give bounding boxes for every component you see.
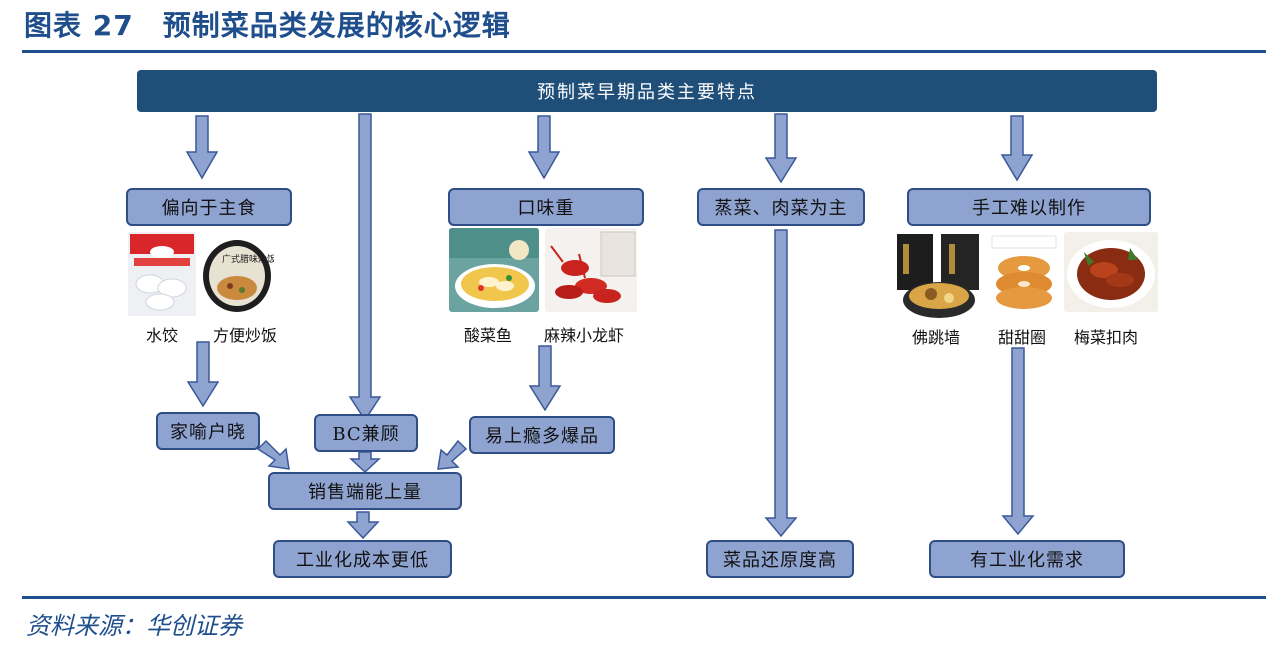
pickled-fish-image — [449, 228, 539, 312]
braised-pork-image — [1064, 232, 1158, 312]
dumpling-package-image — [128, 232, 196, 316]
arrow-bc-to-sales — [349, 451, 381, 474]
box-bc-both: BC兼顾 — [314, 414, 418, 452]
box-steamed-meat: 蒸菜、肉菜为主 — [697, 188, 865, 226]
box-industrial-demand: 有工业化需求 — [929, 540, 1125, 578]
arrow-banner-to-taste — [527, 115, 561, 180]
caption-dumpling: 水饺 — [146, 326, 179, 345]
arrow-sales-to-cost — [346, 511, 380, 540]
box-high-restoration: 菜品还原度高 — [706, 540, 854, 578]
arrow-banner-to-steamed — [764, 113, 798, 184]
banner-early-categories: 预制菜早期品类主要特点 — [137, 70, 1157, 112]
bottom-rule — [22, 596, 1266, 599]
box-staple-food: 偏向于主食 — [126, 188, 292, 226]
caption-pickled-fish: 酸菜鱼 — [464, 326, 513, 345]
box-lower-industrial-cost: 工业化成本更低 — [273, 540, 452, 578]
arrow-taste-to-hits — [528, 345, 562, 412]
caption-fried-rice: 方便炒饭 — [213, 326, 278, 345]
box-handmade-hard: 手工难以制作 — [907, 188, 1151, 226]
box-heavy-taste: 口味重 — [448, 188, 644, 226]
top-rule — [22, 50, 1266, 53]
caption-braised-pork: 梅菜扣肉 — [1074, 328, 1139, 347]
box-household-name: 家喻户晓 — [156, 412, 260, 450]
arrow-staple-to-household — [186, 341, 220, 408]
figure-title: 图表 27 预制菜品类发展的核心逻辑 — [24, 9, 511, 42]
arrow-banner-to-handmade — [1000, 115, 1034, 182]
caption-donut: 甜甜圈 — [998, 328, 1047, 347]
box-addictive-hits: 易上瘾多爆品 — [469, 416, 615, 454]
source-note: 资料来源：华创证券 — [26, 612, 242, 640]
caption-fotiaoqiang: 佛跳墙 — [912, 328, 961, 347]
fried-rice-package-label: 广式腊味炒饭 — [222, 253, 274, 265]
box-sales-volume: 销售端能上量 — [268, 472, 462, 510]
arrow-household-to-sales — [256, 439, 290, 470]
spicy-crayfish-image — [545, 228, 637, 312]
arrow-handmade-to-demand — [1001, 347, 1035, 536]
arrow-hits-to-sales — [437, 439, 468, 470]
arrow-banner-to-staple — [185, 115, 219, 180]
fotiaoqiang-image — [893, 230, 983, 322]
arrow-banner-to-bc — [348, 113, 382, 422]
caption-spicy-crayfish: 麻辣小龙虾 — [544, 326, 625, 345]
fried-rice-package-image: 广式腊味炒饭 — [200, 232, 274, 316]
donut-image — [988, 232, 1060, 312]
arrow-steamed-to-restore — [764, 229, 798, 538]
